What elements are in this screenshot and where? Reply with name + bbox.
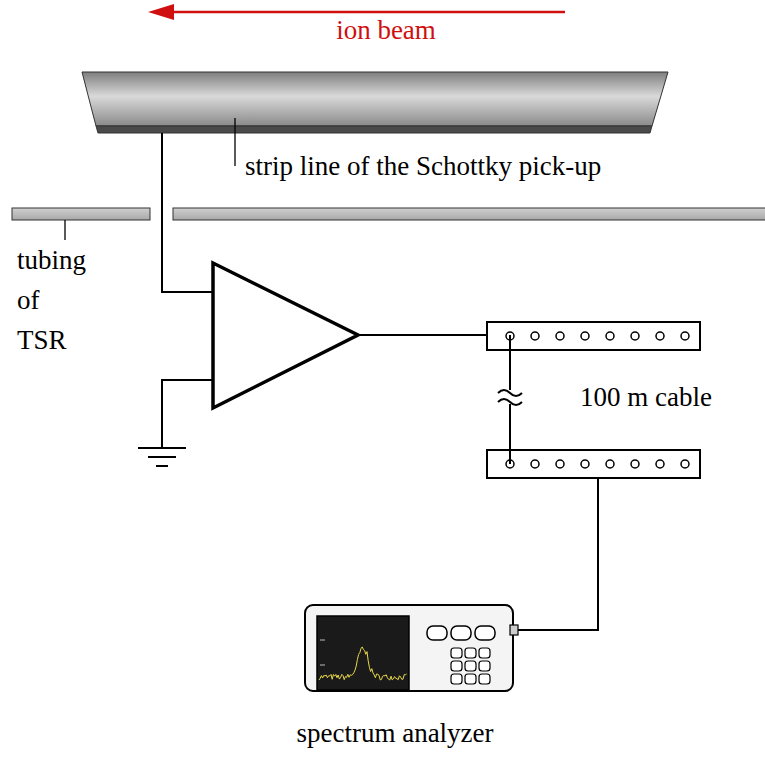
part-label: strip line of the Schottky pick-up [245,150,601,182]
connector-pin [681,460,689,468]
signal-wire [162,133,213,292]
keypad-key [465,674,476,684]
screen-tick [320,665,325,666]
keypad-key [451,661,462,671]
connector-pin [631,332,639,340]
cable-connector [487,450,700,478]
cable-connector [487,322,700,350]
connector-pin [681,332,689,340]
connector-pin [606,332,614,340]
screen-tick [320,640,325,641]
connector-pin [531,460,539,468]
cable [498,335,522,464]
keypad-key [479,674,490,684]
leader-line [234,118,235,166]
connector-pin [556,460,564,468]
device-label: spectrum analyzer [296,717,493,749]
spectrum-analyzer [305,605,518,691]
strip-line [82,72,668,133]
connector-pin [581,460,589,468]
spectrum-trace [319,647,407,680]
signal-wire [518,478,598,630]
connector-pin [606,460,614,468]
connector-pin [556,332,564,340]
keypad-key [479,648,490,658]
connector-pin [631,460,639,468]
connector-pin [656,460,664,468]
ground-symbol [138,380,213,466]
keypad-key [465,661,476,671]
connector-pin [531,332,539,340]
connector-pin [581,332,589,340]
amplifier-symbol [213,263,358,408]
cable-label: 100 m cable [580,381,712,413]
keypad-key [451,648,462,658]
leader-line [64,220,65,240]
beam-label: ion beam [336,14,436,46]
tubing [12,208,765,220]
keypad-key [465,648,476,658]
keypad-key [479,661,490,671]
connector-pin [656,332,664,340]
keypad-key [451,674,462,684]
part-label: tubing of TSR [17,240,86,360]
